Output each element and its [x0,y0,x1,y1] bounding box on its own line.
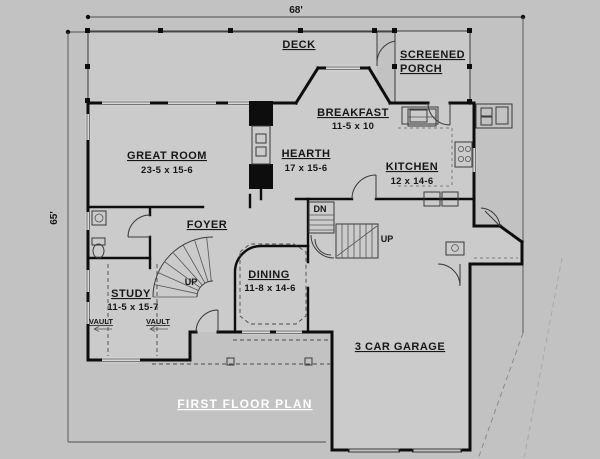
room-labels: DECK SCREENED PORCH BREAKFAST 11-5 x 10 … [107,39,465,353]
interior-walls [86,187,476,334]
stair-labels: DN UP UP [185,204,394,287]
dashed-lines [107,243,330,366]
breakfast-size: 11-5 x 10 [332,121,374,132]
plan-title: FIRST FLOOR PLAN [177,397,312,411]
deck-outline [85,28,378,103]
powder-door [127,214,151,238]
washer-fixture [423,191,441,207]
foyer-label: FOYER [187,219,227,231]
toilet-fixture [92,243,105,259]
counter-dashed [398,127,453,187]
kitchen-size: 12 x 14-6 [391,176,434,187]
door-arc [376,40,396,63]
vault-arrow-left [93,326,112,332]
floor-fills [88,31,522,450]
kitchen-fixtures [398,103,518,259]
door-arcs [127,102,501,333]
vault-label-left: VAULT [89,317,113,326]
screened-porch-label-2: PORCH [400,63,442,75]
vault-label-right: VAULT [146,317,170,326]
oven-fixture [475,103,513,129]
mudroom-sink-fixture [445,241,465,256]
sink-fixture [91,210,107,226]
screened-porch-label-1: SCREENED [400,49,465,61]
hearth-label: HEARTH [282,148,331,160]
dining-tray-ceiling [239,243,307,325]
powder-room-fixtures [91,210,107,259]
hall-door [351,174,377,200]
stair-curved [152,236,214,298]
garage-label: 3 CAR GARAGE [355,341,445,353]
garage-entry-door [437,263,461,287]
refrigerator-fixture [407,108,437,127]
dryer-fixture [441,191,459,207]
great-room-size: 23-5 x 15-6 [141,165,193,176]
great-room-label: GREAT ROOM [127,150,207,162]
left-dimension-label: 65' [49,211,60,225]
stair-run-back [308,201,379,259]
vault-annotations: VAULT VAULT [89,317,170,332]
cooktop-fixture [454,141,473,168]
dining-size: 11-8 x 14-6 [244,283,295,294]
stair-up-back-label: UP [381,234,394,244]
hearth-size: 17 x 15-6 [285,163,328,174]
vault-arrow-right [149,326,168,332]
garage-doors [348,448,462,453]
kitchen-label: KITCHEN [386,161,438,173]
deck-label: DECK [282,39,315,51]
fireplace-fixture [249,101,273,189]
stair-dn-label: DN [314,204,327,214]
top-dimension-label: 68' [289,5,303,16]
stair-up-foyer-label: UP [185,277,198,287]
porch-steps [401,106,439,125]
study-size: 11-5 x 15-7 [107,302,158,313]
mudroom-door [480,207,501,227]
study-label: STUDY [111,288,151,300]
front-door [195,309,219,333]
dining-label: DINING [248,269,290,281]
porch-door [427,102,451,126]
breakfast-label: BREAKFAST [317,107,389,119]
dimension-lines: 68' 65' [49,5,563,459]
window-markers [85,65,477,363]
toilet-tank [91,237,106,246]
